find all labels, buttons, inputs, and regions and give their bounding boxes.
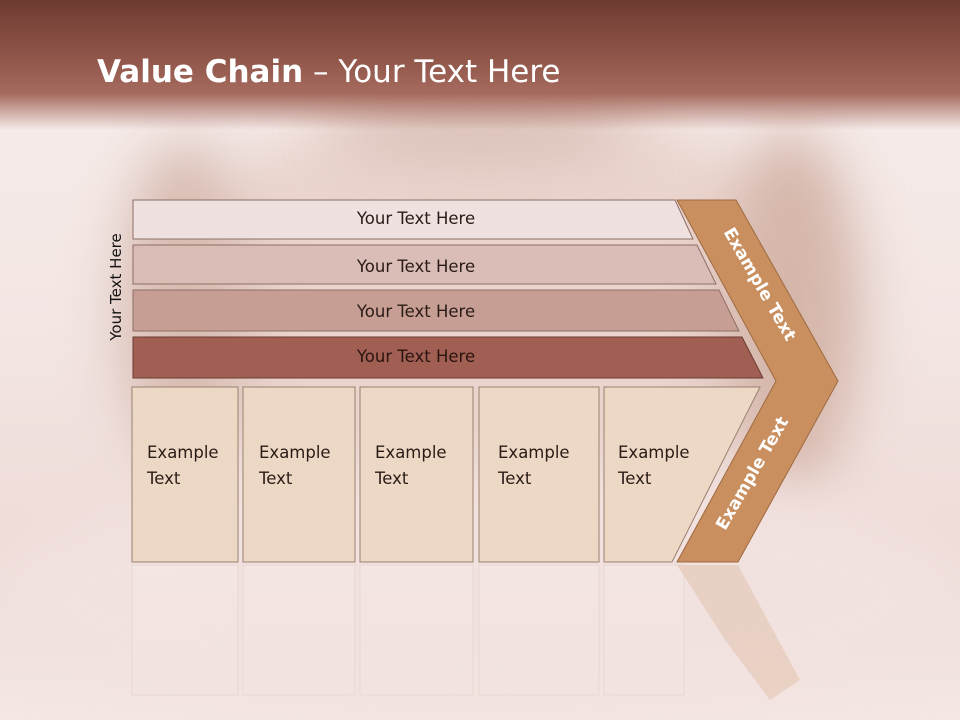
column-label-5-line1: Example bbox=[618, 443, 690, 462]
slide-title: Value Chain – Your Text Here bbox=[97, 54, 560, 90]
row-label-2: Your Text Here bbox=[356, 257, 476, 276]
column-label-2-line2: Text bbox=[259, 469, 293, 488]
column-label-1-line2: Text bbox=[147, 469, 181, 488]
column-label-3-line1: Example bbox=[375, 443, 447, 462]
chevron-arrow bbox=[676, 199, 839, 563]
column-label-5: Example Text bbox=[618, 440, 690, 492]
column-label-2: Example Text bbox=[259, 440, 331, 492]
title-bar bbox=[0, 0, 960, 130]
diagram-reflection bbox=[131, 564, 800, 700]
title-rest: – Your Text Here bbox=[303, 54, 561, 90]
column-label-2-line1: Example bbox=[259, 443, 331, 462]
row-label-4: Your Text Here bbox=[356, 347, 476, 366]
row-bar-4 bbox=[132, 336, 764, 379]
column-box-4 bbox=[478, 386, 600, 563]
column-reflection bbox=[603, 564, 685, 696]
chevron-reflection bbox=[677, 565, 800, 700]
title-bold: Value Chain bbox=[97, 54, 304, 90]
column-reflection bbox=[359, 564, 474, 696]
column-reflection bbox=[131, 564, 239, 696]
row-label-1: Your Text Here bbox=[356, 209, 476, 228]
column-label-3: Example Text bbox=[375, 440, 447, 492]
column-label-5-line2: Text bbox=[618, 469, 652, 488]
column-label-1-line1: Example bbox=[147, 443, 219, 462]
column-box-3 bbox=[359, 386, 474, 563]
column-reflection bbox=[242, 564, 356, 696]
row-label-3: Your Text Here bbox=[356, 302, 476, 321]
column-box-5 bbox=[603, 386, 761, 563]
column-label-4: Example Text bbox=[498, 440, 570, 492]
column-label-4-line2: Text bbox=[498, 469, 532, 488]
column-label-4-line1: Example bbox=[498, 443, 570, 462]
row-bar-3 bbox=[132, 289, 740, 332]
column-label-3-line2: Text bbox=[375, 469, 409, 488]
column-box-1 bbox=[131, 386, 239, 563]
column-reflection bbox=[478, 564, 600, 696]
column-label-1: Example Text bbox=[147, 440, 219, 492]
column-box-2 bbox=[242, 386, 356, 563]
row-bar-1 bbox=[132, 199, 694, 240]
row-bar-2 bbox=[132, 244, 717, 285]
